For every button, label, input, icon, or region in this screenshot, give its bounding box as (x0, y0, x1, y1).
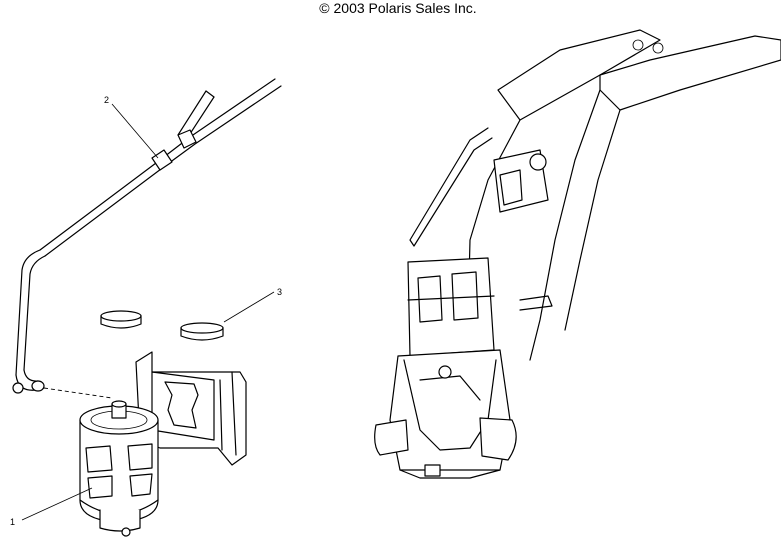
callout-2: 2 (104, 95, 159, 159)
hose-clamp-left (100, 310, 142, 329)
frame-assembly (374, 29, 781, 479)
callout-1: 1 (10, 487, 93, 527)
vent-hose (12, 78, 282, 399)
callout-3: 3 (223, 287, 282, 323)
callout-2-label: 2 (104, 95, 109, 105)
copyright-text: © 2003 Polaris Sales Inc. (319, 0, 476, 16)
callout-3-label: 3 (277, 287, 282, 297)
hose-clamp-right (180, 322, 224, 341)
callout-1-label: 1 (10, 517, 15, 527)
mounting-bracket (135, 351, 247, 466)
canister (79, 400, 159, 537)
